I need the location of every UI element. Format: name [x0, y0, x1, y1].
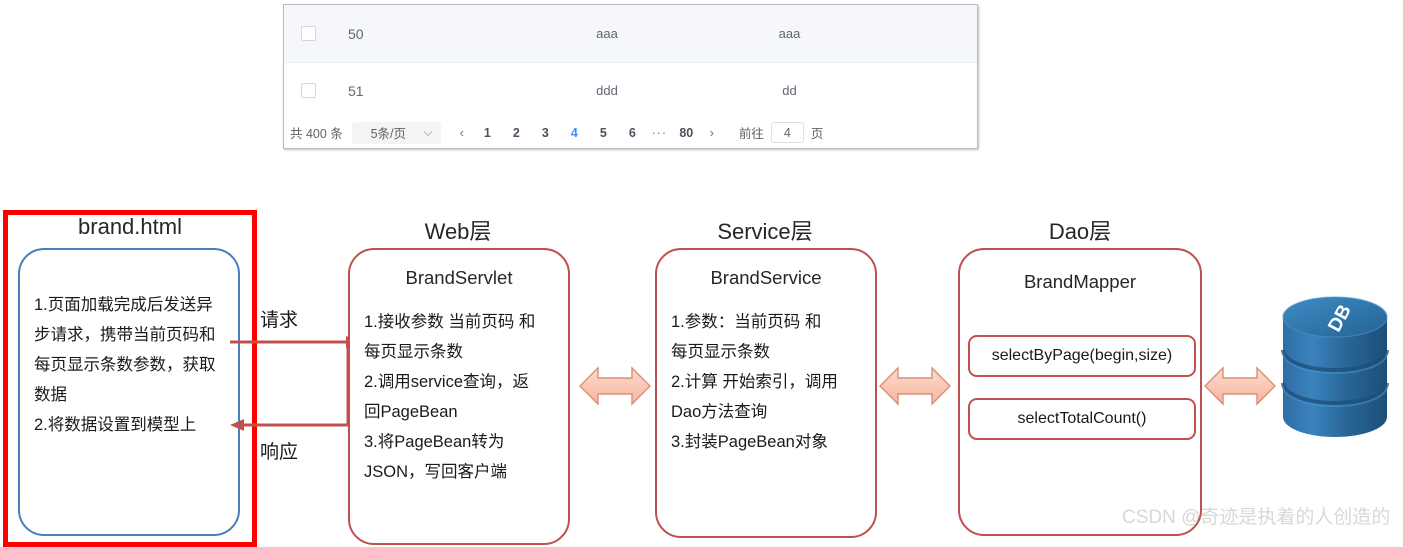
page-button-6[interactable]: 6 [628, 125, 636, 140]
node-brand-html-body: 1.页面加载完成后发送异 步请求，携带当前页码和 每页显示条数参数，获取 数据 … [34, 290, 228, 440]
page-ellipsis-icon[interactable]: ··· [651, 125, 668, 140]
page-button-3[interactable]: 3 [541, 125, 549, 140]
layer-title-dao: Dao层 [1048, 219, 1112, 244]
cell-company-name: aaa [778, 26, 801, 41]
page-button-2[interactable]: 2 [512, 125, 520, 140]
pagination-total-label: 共 400 条 [290, 127, 343, 141]
csdn-watermark: CSDN @奇迹是执着的人创造的 [1122, 507, 1391, 528]
layer-title-web: Web层 [424, 219, 492, 244]
node-brand-service: BrandService 1.参数：当前页码 和 每页显示条数 2.计算 开始索… [655, 248, 877, 538]
layer-title-brand-html: brand.html [78, 214, 182, 239]
checkbox-icon[interactable] [300, 26, 316, 41]
service-line-4: Dao方法查询 [671, 403, 768, 422]
double-arrow-icon [879, 366, 951, 406]
table-row[interactable]: 50 aaa aaa [284, 5, 977, 62]
double-arrow-icon [579, 366, 651, 406]
service-line-3: 2.计算 开始索引，调用 [671, 373, 838, 392]
jump-label: 前往 [738, 127, 764, 141]
cell-brand-name: aaa [596, 26, 618, 41]
request-response-svg [230, 336, 360, 431]
row-checkbox-cell[interactable] [284, 83, 332, 98]
cell-company-name: dd [782, 83, 797, 98]
page-size-select[interactable]: 5条/页 [351, 121, 441, 144]
cell-id: 50 [348, 25, 364, 42]
next-page-button[interactable]: › [709, 125, 714, 140]
node-brand-mapper: BrandMapper selectByPage(begin,size) sel… [958, 248, 1202, 536]
node-title-brand-mapper: BrandMapper [1023, 271, 1137, 292]
brand-line-3: 每页显示条数参数，获取 [34, 356, 216, 375]
arrow-web-service [578, 362, 652, 410]
node-brand-servlet: BrandServlet 1.接收参数 当前页码 和 每页显示条数 2.调用se… [348, 248, 570, 545]
brand-line-5: 2.将数据设置到模型上 [34, 416, 197, 435]
pagination-bar: 共 400 条 5条/页 ‹ 1 2 3 4 5 6 ··· 80 › 前往 4… [284, 117, 977, 148]
cell-brand-name: ddd [596, 83, 618, 98]
brand-line-4: 数据 [34, 386, 67, 405]
highlight-frame [3, 210, 257, 547]
page-jumper: 前往 4 页 [738, 122, 824, 143]
row-checkbox-cell[interactable] [284, 26, 332, 41]
brand-table-panel: 50 aaa aaa 51 ddd dd 共 400 条 5条/页 ‹ 1 2 … [283, 4, 978, 149]
brand-line-1: 1.页面加载完成后发送异 [34, 296, 213, 314]
jump-input[interactable]: 4 [770, 122, 804, 143]
database-icon: DB [1279, 295, 1391, 440]
checkbox-icon[interactable] [300, 83, 316, 98]
service-line-2: 每页显示条数 [671, 343, 770, 362]
cell-id: 51 [348, 82, 364, 99]
table-row[interactable]: 51 ddd dd [284, 62, 977, 119]
database-cylinder-icon: DB [1281, 296, 1389, 437]
arrow-dao-database [1203, 362, 1277, 410]
arrow-service-dao [878, 362, 952, 410]
web-line-2: 每页显示条数 [364, 343, 463, 362]
label-request: 请求 [260, 310, 299, 331]
architecture-diagram: brand.html 1.页面加载完成后发送异 步请求，携带当前页码和 每页显示… [0, 190, 1403, 547]
node-brand-service-body: 1.参数：当前页码 和 每页显示条数 2.计算 开始索引，调用 Dao方法查询 … [671, 307, 865, 457]
page-button-5[interactable]: 5 [599, 125, 607, 140]
node-brand-html: 1.页面加载完成后发送异 步请求，携带当前页码和 每页显示条数参数，获取 数据 … [18, 248, 240, 536]
request-response-arrows: 请求 响应 [230, 275, 360, 463]
layer-title-service: Service层 [717, 219, 813, 244]
page-button-4[interactable]: 4 [570, 125, 578, 140]
node-title-brand-servlet: BrandServlet [405, 267, 513, 288]
web-line-3: 2.调用service查询，返 [364, 373, 530, 392]
double-arrow-icon [1204, 366, 1276, 406]
method-select-total-count: selectTotalCount() [968, 398, 1196, 440]
jump-suffix-label: 页 [810, 127, 824, 141]
service-line-1: 1.参数：当前页码 和 [671, 313, 822, 331]
chevron-down-icon [425, 128, 434, 137]
web-line-5: 3.将PageBean转为 [364, 433, 505, 452]
node-brand-servlet-body: 1.接收参数 当前页码 和 每页显示条数 2.调用service查询，返 回Pa… [364, 307, 558, 487]
label-response: 响应 [260, 442, 299, 463]
web-line-6: JSON，写回客户端 [364, 463, 508, 482]
node-title-brand-service: BrandService [710, 267, 822, 288]
web-line-4: 回PageBean [364, 403, 458, 422]
service-line-5: 3.封装PageBean对象 [671, 433, 828, 452]
page-size-value: 5条/页 [370, 127, 407, 141]
page-button-last[interactable]: 80 [679, 125, 694, 140]
brand-line-2: 步请求，携带当前页码和 [34, 326, 216, 345]
web-line-1: 1.接收参数 当前页码 和 [364, 313, 536, 331]
page-button-1[interactable]: 1 [483, 125, 491, 140]
prev-page-button[interactable]: ‹ [459, 125, 464, 140]
method-select-by-page: selectByPage(begin,size) [968, 335, 1196, 377]
